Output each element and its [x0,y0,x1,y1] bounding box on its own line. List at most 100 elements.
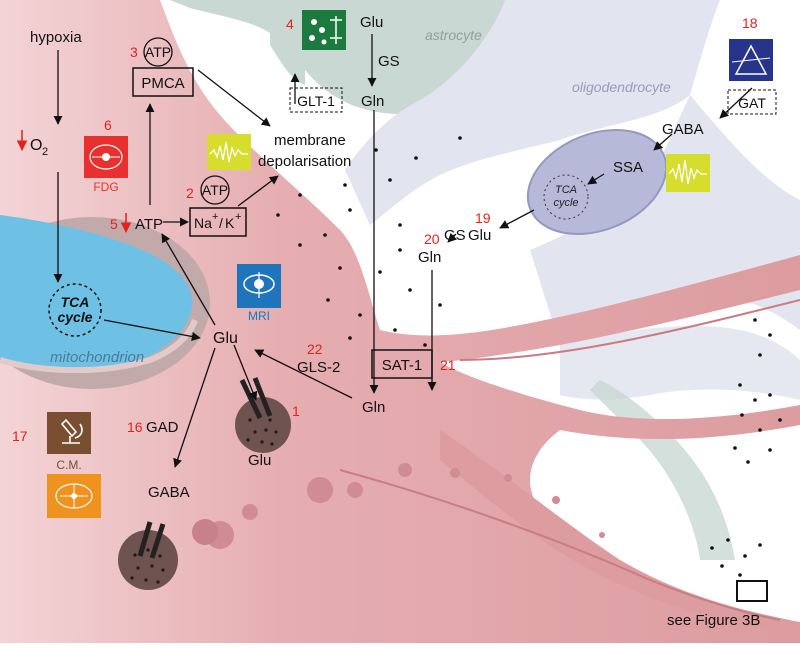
gln-bottom-label: Gln [362,399,385,416]
pmca-label: PMCA [141,75,184,92]
depolarisation-label: depolarisation [258,153,351,170]
atp-label-left: ATP [135,216,163,233]
atp-nak-label: ATP [202,182,228,198]
number-6: 6 [104,117,112,133]
astrocyte-dots [276,136,462,347]
number-3: 3 [130,44,138,60]
arrow-glu-atp [161,233,216,326]
arrow-glu-gln-mid [447,232,458,243]
ssa-label: SSA [613,159,643,176]
microscope-icon [47,412,91,454]
fdg-label: FDG [93,180,118,194]
atp-pmca-label: ATP [145,44,171,60]
diagram-labels: hypoxia O 2 ATP ATP ATP PMCA Na + / K + … [30,14,766,629]
gs-mid-label: GS [444,227,466,244]
k-plus: + [235,211,241,223]
o2-label: O [30,137,42,154]
arrow-ssa-tca [587,173,605,185]
gaba-oligo-label: GABA [662,121,704,138]
number-22: 22 [307,341,323,357]
fdg-pet-icon [84,136,128,178]
number-20: 20 [424,231,440,247]
sat1-label: SAT-1 [382,357,423,374]
atp-pmca-circle [143,37,173,67]
arrow-gat-gaba [719,87,753,119]
number-21: 21 [440,357,456,373]
right-dots [710,318,782,577]
number-18: 18 [742,15,758,31]
gs-astro-label: GS [378,53,400,70]
k-label: K [225,215,235,231]
neuron-vesicle-mid [192,519,218,545]
astrocyte-label: astrocyte [425,27,482,43]
gat-prism-icon [729,39,773,81]
astrocyte-lower-band [590,380,735,560]
number-4: 4 [286,16,294,32]
tca-cycle-ring [48,283,102,337]
arrow-pmca-membrane [197,69,271,127]
reference-numbers: 1 2 3 4 5 6 16 17 18 19 20 21 22 [12,15,758,444]
glu-main-label: Glu [213,330,238,347]
spectroscopy-icon-left [207,134,251,170]
mitochondrion-matrix [0,215,193,372]
number-19: 19 [475,210,491,226]
gls2-label: GLS-2 [297,359,340,376]
figure-3b-box [736,580,768,602]
brain-network-icon [47,474,101,518]
oligo-tca-label: TCA [555,184,577,196]
gad-label: GAD [146,419,179,436]
oligodendrocyte-label: oligodendrocyte [572,79,671,95]
slash-label: / [219,215,223,231]
gaba-main-label: GABA [148,484,190,501]
number-5: 5 [110,216,118,232]
astrocyte-marker-icon [302,10,346,50]
gln-mid-label: Gln [418,249,441,266]
arrow-glu-vesicle [233,344,258,401]
axon-line-2 [459,299,800,361]
oligodendrocyte-cell-body [345,0,720,225]
arrow-gln-glu [254,349,353,399]
arrow-nak-membrane [237,175,279,207]
mri-icon [237,264,281,308]
glu-astro-label: Glu [360,14,383,31]
gat-box [727,89,777,115]
gaba-vesicle [118,521,178,590]
atp-nak-circle [200,175,230,205]
tca-label: TCA [61,294,90,310]
number-2: 2 [186,185,194,201]
number-17: 17 [12,428,28,444]
hypoxia-label: hypoxia [30,29,82,46]
tca-cycle-label: cycle [57,309,92,325]
pmca-box [132,67,194,97]
axon-line-1 [339,469,781,621]
arrow-tca-glu-mid [499,209,535,229]
membrane-label: membrane [274,132,346,149]
gat-label: GAT [738,95,766,111]
glt1-label: GLT-1 [297,93,335,109]
na-label: Na [194,215,212,231]
mitochondrion-crista-lower [0,318,198,374]
number-1: 1 [292,403,300,419]
nak-box [189,207,247,237]
mitochondrion-label: mitochondrion [50,349,144,366]
glu-mid-label: Glu [468,227,491,244]
oligo-tca-cycle-ring [543,174,589,220]
mri-label: MRI [248,309,270,323]
o2-subscript: 2 [42,146,48,158]
oligodendrocyte-lower-band [560,325,800,400]
oligo-tca-cycle-label: cycle [553,197,578,209]
cm-label: C.M. [56,458,81,472]
sat1-box [371,349,433,379]
arrow-gaba-ssa [653,133,673,151]
na-plus: + [212,211,218,223]
arrow-glu-gaba [173,347,216,468]
gln-astro-label: Gln [361,93,384,110]
astrocyte-process [270,33,305,85]
see-figure-label: see Figure 3B [667,612,760,629]
arrows [53,34,753,468]
astrocyte-cell-body [170,0,505,115]
glt1-box [289,87,343,113]
